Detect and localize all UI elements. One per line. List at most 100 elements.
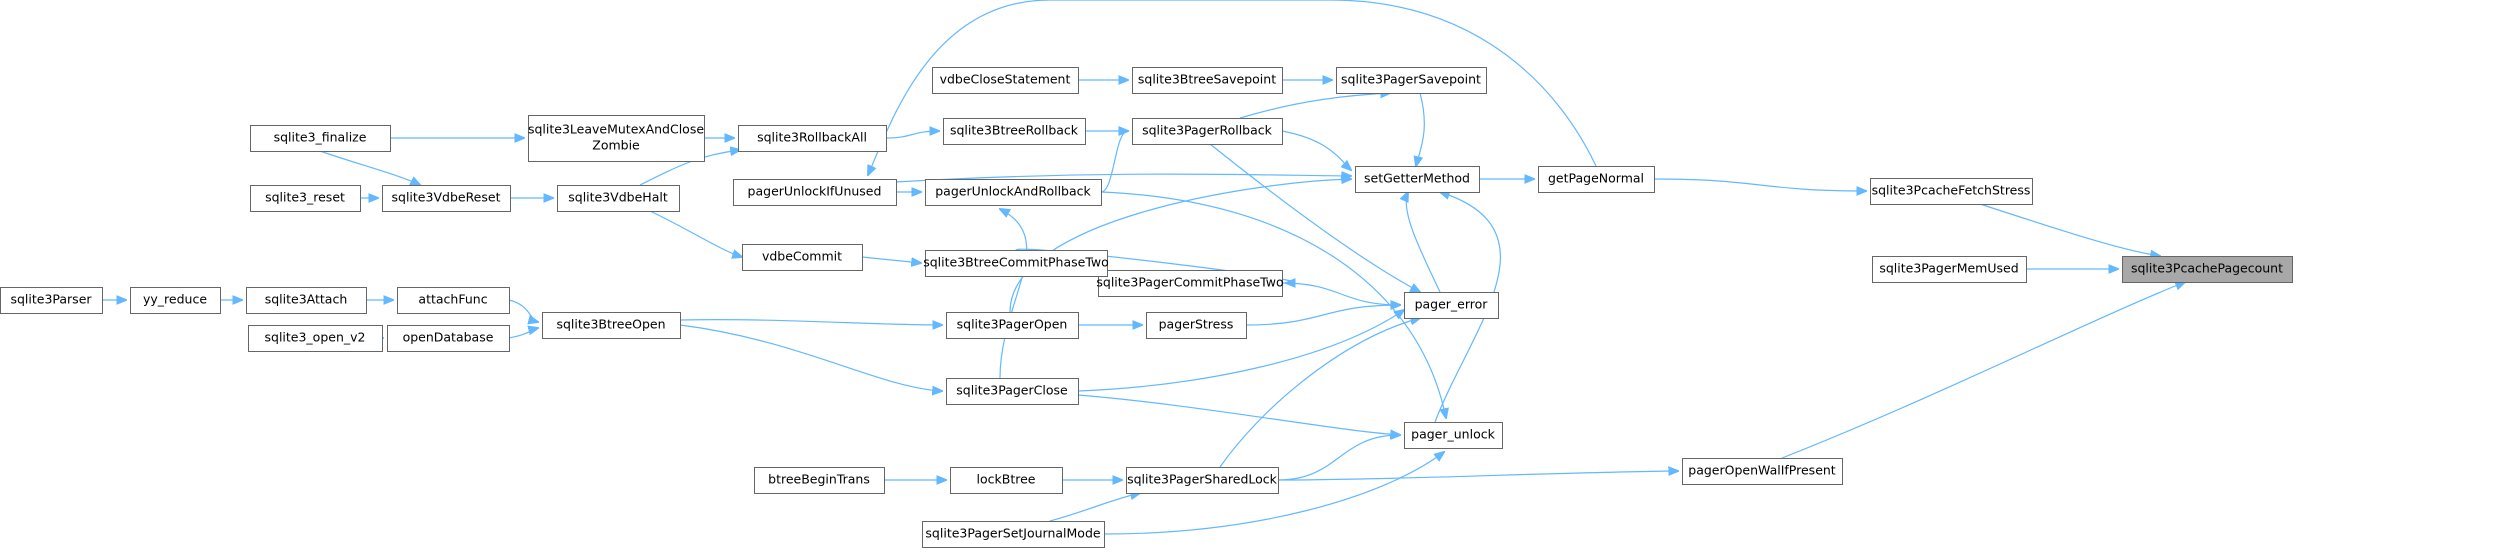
edge-pagerUnlockAndRollback-to-pager_unlock (1100, 191, 1446, 418)
node-openDatabase[interactable]: openDatabase (387, 325, 510, 352)
node-sqlite3_open_v2[interactable]: sqlite3_open_v2 (248, 325, 383, 352)
node-box[interactable] (950, 467, 1063, 494)
node-box[interactable] (1355, 166, 1480, 193)
edge-vdbeCommit-to-sqlite3BtreeCommitPhaseTwo (861, 256, 921, 263)
node-btreeBeginTrans[interactable]: btreeBeginTrans (754, 467, 885, 494)
node-sqlite3PagerMemUsed[interactable]: sqlite3PagerMemUsed (1872, 256, 2027, 283)
node-sqlite3PagerClose[interactable]: sqlite3PagerClose (946, 378, 1079, 405)
edge-sqlite3PagerSetJournalMode-to-pager_unlock (1103, 452, 1444, 535)
node-vdbeCloseStatement[interactable]: vdbeCloseStatement (932, 67, 1079, 94)
node-box[interactable] (397, 287, 510, 314)
edges-layer (101, 0, 2185, 535)
node-label: pagerStress (1159, 317, 1234, 332)
node-setGetterMethod[interactable]: setGetterMethod (1355, 166, 1480, 193)
node-label: sqlite3PcachePagecount (2131, 261, 2283, 276)
node-box[interactable] (557, 185, 680, 212)
node-pagerUnlockIfUnused[interactable]: pagerUnlockIfUnused (733, 179, 897, 206)
edge-sqlite3PagerSharedLock-to-pager_error (1219, 318, 1420, 468)
node-box[interactable] (250, 125, 391, 152)
node-sqlite3BtreeCommitPhaseTwo[interactable]: sqlite3BtreeCommitPhaseTwo (923, 250, 1109, 277)
node-label: pager_error (1415, 297, 1489, 312)
node-box[interactable] (742, 244, 863, 271)
node-getPageNormal[interactable]: getPageNormal (1538, 166, 1655, 193)
node-box[interactable] (1538, 166, 1655, 193)
node-box[interactable] (946, 378, 1079, 405)
node-label: sqlite3_finalize (274, 130, 367, 145)
node-label: sqlite3Parser (10, 292, 92, 307)
node-label: vdbeCommit (762, 249, 842, 264)
node-sqlite3_reset[interactable]: sqlite3_reset (250, 185, 361, 212)
node-vdbeCommit[interactable]: vdbeCommit (742, 244, 863, 271)
node-box[interactable] (1132, 118, 1283, 145)
node-box[interactable] (1098, 270, 1283, 297)
node-box[interactable] (1146, 312, 1247, 339)
node-box[interactable] (922, 521, 1105, 548)
node-attachFunc[interactable]: attachFunc (397, 287, 510, 314)
node-sqlite3PagerSavepoint[interactable]: sqlite3PagerSavepoint (1336, 67, 1487, 94)
node-box[interactable] (932, 67, 1079, 94)
node-box[interactable] (946, 312, 1079, 339)
node-box[interactable] (1872, 256, 2027, 283)
node-yy_reduce[interactable]: yy_reduce (130, 287, 221, 314)
node-pagerStress[interactable]: pagerStress (1146, 312, 1247, 339)
node-box[interactable] (943, 118, 1086, 145)
node-box[interactable] (1404, 422, 1503, 449)
node-pager_error[interactable]: pager_error (1404, 292, 1499, 319)
node-label: lockBtree (977, 472, 1036, 487)
node-sqlite3PagerSharedLock[interactable]: sqlite3PagerSharedLock (1126, 467, 1279, 494)
node-sqlite3PagerRollback[interactable]: sqlite3PagerRollback (1132, 118, 1283, 145)
node-box[interactable] (246, 287, 367, 314)
node-sqlite3PcacheFetchStress[interactable]: sqlite3PcacheFetchStress (1870, 178, 2033, 205)
node-label: sqlite3LeaveMutexAndClose (528, 122, 704, 137)
node-sqlite3PagerCommitPhaseTwo[interactable]: sqlite3PagerCommitPhaseTwo (1096, 270, 1284, 297)
edge-sqlite3BtreeOpen-to-sqlite3PagerOpen (679, 319, 942, 325)
node-box[interactable] (733, 179, 897, 206)
node-box[interactable] (925, 250, 1108, 277)
node-box[interactable] (248, 325, 383, 352)
node-box[interactable] (1132, 67, 1283, 94)
node-box[interactable] (528, 115, 705, 162)
node-pagerUnlockAndRollback[interactable]: pagerUnlockAndRollback (925, 179, 1102, 206)
nodes-layer: sqlite3PcachePagecount sqlite3PcacheFetch… (0, 67, 2293, 548)
node-lockBtree[interactable]: lockBtree (950, 467, 1063, 494)
node-box[interactable] (1404, 292, 1499, 319)
node-label: sqlite3PcacheFetchStress (1872, 183, 2031, 198)
node-sqlite3Attach[interactable]: sqlite3Attach (246, 287, 367, 314)
node-box[interactable] (382, 185, 511, 212)
node-box[interactable] (738, 125, 887, 152)
node-label: sqlite3PagerSetJournalMode (925, 526, 1100, 541)
node-sqlite3PcachePagecount[interactable]: sqlite3PcachePagecount (2122, 256, 2293, 283)
node-sqlite3PagerOpen[interactable]: sqlite3PagerOpen (946, 312, 1079, 339)
node-sqlite3PagerSetJournalMode[interactable]: sqlite3PagerSetJournalMode (922, 521, 1105, 548)
edge-pager_error-to-setGetterMethod (1406, 192, 1441, 293)
edge-pagerUnlockIfUnused-to-setGetterMethod (895, 174, 1351, 183)
node-sqlite3VdbeHalt[interactable]: sqlite3VdbeHalt (557, 185, 680, 212)
node-box[interactable] (250, 185, 361, 212)
node-label: sqlite3PagerRollback (1142, 123, 1273, 138)
node-pagerOpenWalIfPresent[interactable]: pagerOpenWalIfPresent (1682, 458, 1843, 485)
node-box[interactable] (542, 312, 681, 339)
node-box[interactable] (1336, 67, 1487, 94)
node-sqlite3BtreeOpen[interactable]: sqlite3BtreeOpen (542, 312, 681, 339)
node-label: sqlite3PagerCommitPhaseTwo (1096, 275, 1283, 290)
node-label: btreeBeginTrans (768, 472, 870, 487)
edge-sqlite3RollbackAll-to-sqlite3BtreeRollback (885, 131, 939, 139)
node-box[interactable] (925, 179, 1102, 206)
node-pager_unlock[interactable]: pager_unlock (1404, 422, 1503, 449)
node-box[interactable] (1682, 458, 1843, 485)
node-box[interactable] (754, 467, 885, 494)
node-sqlite3BtreeSavepoint[interactable]: sqlite3BtreeSavepoint (1132, 67, 1283, 94)
node-box[interactable] (1126, 467, 1279, 494)
node-box[interactable] (0, 287, 103, 314)
node-sqlite3BtreeRollback[interactable]: sqlite3BtreeRollback (943, 118, 1086, 145)
node-box[interactable] (130, 287, 221, 314)
node-box[interactable] (2122, 256, 2293, 283)
node-sqlite3RollbackAll[interactable]: sqlite3RollbackAll (738, 125, 887, 152)
node-sqlite3_finalize[interactable]: sqlite3_finalize (250, 125, 391, 152)
node-sqlite3Parser[interactable]: sqlite3Parser (0, 287, 103, 314)
node-box[interactable] (1870, 178, 2033, 205)
node-sqlite3VdbeReset[interactable]: sqlite3VdbeReset (382, 185, 511, 212)
node-box[interactable] (387, 325, 510, 352)
